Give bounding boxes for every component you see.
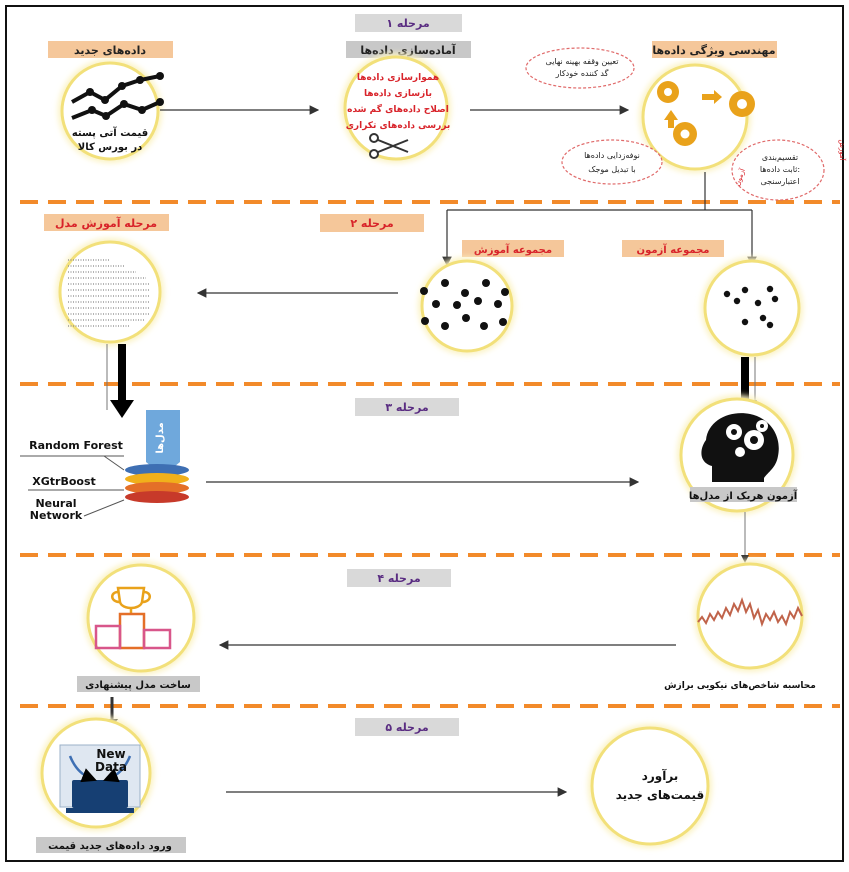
new-data-block: داده‌های جدید قیمت آتی پسته در بورس کالا — [48, 41, 173, 163]
enter-new-data-title-bg — [36, 837, 186, 853]
train-set-title: مجموعه آموزش — [474, 243, 552, 256]
test-set-circle — [703, 259, 801, 357]
model-neural-line2: Network — [30, 509, 83, 522]
prep-title-bg — [346, 41, 471, 58]
new-data-title-bg — [48, 41, 173, 58]
cloud-bottom-line2: با تبدیل موجک — [588, 165, 635, 174]
proposed-model-title: ساخت مدل پیشنهادی — [85, 680, 191, 691]
fitness-block: محاسبه شاخص‌های نیکویی برازش — [664, 560, 816, 691]
stage-2-label: مرحله ۲ — [350, 217, 393, 230]
scissors-icon — [369, 133, 409, 159]
training-stage-title-bg — [44, 214, 169, 231]
trophy-podium-icon — [94, 586, 172, 650]
prep-item-1: هموارسازی داده‌ها — [357, 73, 439, 83]
test-set-title: مجموعه آزمون — [637, 243, 710, 256]
separators — [20, 200, 840, 708]
estimate-block: برآورد قیمت‌های جدید — [588, 724, 712, 848]
new-data-text-2: Data — [95, 760, 127, 774]
prep-title: آماده‌سازی داده‌ها — [360, 43, 456, 57]
prep-item-2: بازسازی داده‌ها — [364, 89, 432, 99]
train-set-block: مجموعه آموزش — [418, 240, 564, 355]
fe-title: مهندسی ویژگی داده‌ها — [652, 44, 775, 57]
model-xgboost: XGtrBoost — [32, 475, 96, 488]
training-stage-block: مرحله آموزش مدل — [44, 214, 169, 346]
cloud-top-line2: گد کننده خودکار — [555, 68, 609, 78]
estimate-line1: برآورد — [642, 768, 679, 784]
fe-circle — [641, 63, 749, 171]
estimate-circle — [590, 726, 710, 846]
train-dots — [420, 279, 509, 330]
training-stage-title: مرحله آموزش مدل — [55, 216, 157, 230]
test-dots — [723, 285, 779, 329]
cloud-bottom-line1: نوفه‌زدایی داده‌ها — [584, 151, 640, 160]
cloud-top — [525, 47, 635, 89]
stage-badge-4: مرحله ۴ — [347, 569, 451, 587]
cloud-right-line3: اعتبارسنجی — [760, 177, 799, 186]
enter-new-data-title: ورود داده‌های جدید قیمت — [48, 841, 172, 852]
model-stack-icon — [125, 464, 189, 503]
model-neural-line1: Neural — [35, 497, 76, 510]
test-models-title-bg — [690, 487, 797, 502]
estimate-line2: قیمت‌های جدید — [616, 788, 705, 802]
fe-title-bg — [652, 41, 777, 58]
cloud-right-line2: ثابت داده‌ها: — [760, 165, 800, 174]
models-block: مدل‌ها Random Forest XGtrBoost Neural Ne… — [20, 410, 189, 522]
new-data-title: داده‌های جدید — [74, 44, 146, 57]
laptop-icon — [59, 744, 141, 813]
side-label-train: آموزش — [838, 139, 847, 161]
stage-badge-1: مرحله ۱ — [355, 14, 462, 32]
outer-frame — [5, 5, 844, 862]
proposed-model-title-bg — [77, 676, 200, 692]
prep-circle — [343, 55, 449, 161]
gear-icon — [657, 81, 755, 146]
fitness-circle — [696, 562, 804, 670]
prep-item-4: بررسی داده‌های تکراری — [346, 121, 451, 131]
stage-badge-5: مرحله ۵ — [355, 718, 459, 736]
wave-line-icon — [697, 596, 803, 628]
proposed-model-block: ساخت مدل پیشنهادی — [77, 561, 200, 692]
training-log-icon — [68, 259, 150, 327]
test-models-title: آزمون هریک از مدل‌ها — [689, 489, 798, 502]
enter-new-data-block: New Data ورود داده‌های جدید قیمت — [36, 715, 186, 853]
new-data-text-1: New — [96, 747, 125, 761]
model-random-forest: Random Forest — [29, 439, 123, 452]
prep-item-3: اصلاح داده‌های گم شده — [347, 103, 449, 115]
models-badge-bg — [146, 410, 180, 462]
test-set-title-bg — [622, 240, 724, 257]
proposed-model-circle — [86, 563, 196, 673]
new-data-line2: در بورس کالا — [78, 142, 142, 153]
thick-arrow-left — [106, 344, 134, 418]
train-set-title-bg — [462, 240, 564, 257]
test-set-block: مجموعه آزمون — [622, 240, 803, 359]
cloud-top-line1: تعیین وقفه بهینه نهایی — [546, 57, 619, 66]
models-badge-label: مدل‌ها — [155, 422, 166, 453]
split-connector — [442, 172, 757, 267]
stage-4-label: مرحله ۴ — [377, 572, 420, 585]
cloud-right — [731, 139, 825, 201]
cloud-right-line1: تقسیم‌بندی — [762, 153, 798, 162]
cloud-bottom — [561, 139, 663, 185]
stage-1-label: مرحله ۱ — [386, 17, 429, 30]
brain-head-icon — [701, 413, 779, 482]
new-data-line1: قیمت آتی پسته — [72, 126, 148, 139]
training-circle — [58, 240, 162, 344]
test-models-block: آزمون هریک از مدل‌ها — [677, 395, 798, 515]
stage-badge-3: مرحله ۳ — [355, 398, 459, 416]
feature-eng-block: مهندسی ویژگی داده‌ها تعیین وقفه بهینه نه… — [525, 41, 847, 201]
fitness-title: محاسبه شاخص‌های نیکویی برازش — [664, 681, 816, 691]
data-prep-block: آماده‌سازی داده‌ها هموارسازی داده‌ها باز… — [341, 41, 471, 163]
stage-3-label: مرحله ۳ — [385, 401, 428, 414]
stage-badge-2: مرحله ۲ — [320, 214, 424, 232]
stage-5-label: مرحله ۵ — [385, 721, 428, 734]
